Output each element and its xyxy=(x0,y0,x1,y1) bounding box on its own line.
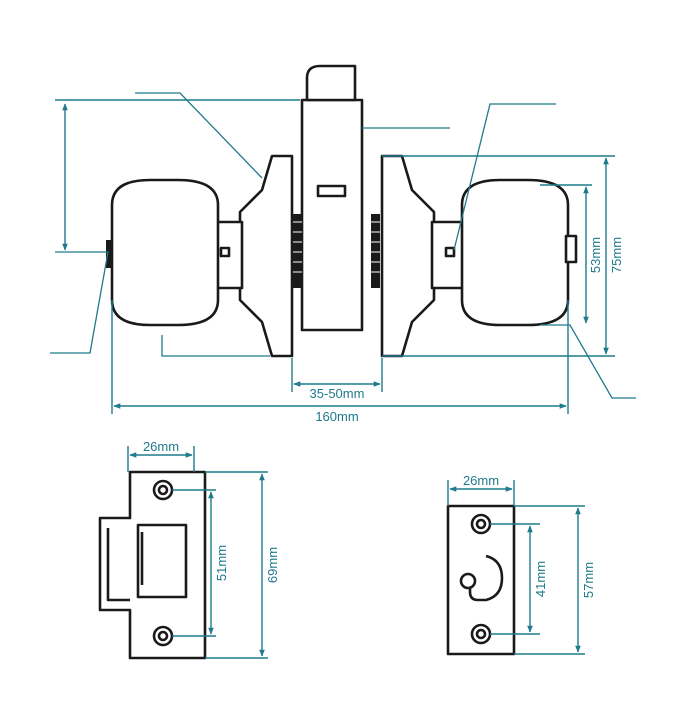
leader-lines xyxy=(50,92,636,399)
latch-height-label: 57mm xyxy=(581,562,596,598)
left-button-icon xyxy=(106,240,112,268)
latch-slot xyxy=(316,184,347,198)
left-knob xyxy=(110,178,220,327)
strike-height-label: 69mm xyxy=(265,547,280,583)
rose-diameter-label: 75mm xyxy=(609,237,624,273)
left-spindle xyxy=(293,214,302,288)
strike-opening xyxy=(136,523,188,599)
left-rose xyxy=(238,154,294,358)
right-keyhole-icon xyxy=(444,246,456,258)
right-knob xyxy=(460,178,570,327)
left-keyhole-icon xyxy=(219,246,231,258)
latch-bolt xyxy=(305,64,357,102)
right-spindle xyxy=(371,214,380,288)
backset-label: 35-50mm xyxy=(310,386,365,401)
strike-plate: 26mm 51mm 69mm xyxy=(98,439,280,660)
right-key-cylinder-icon xyxy=(564,234,578,264)
latch-hole-spacing-label: 41mm xyxy=(533,561,548,597)
latch-face-plate: 26mm 41mm 57mm xyxy=(446,473,596,656)
overall-length-label: 160mm xyxy=(315,409,358,424)
strike-hole-spacing-label: 51mm xyxy=(214,545,229,581)
right-rose xyxy=(380,154,436,358)
latch-tube xyxy=(300,98,364,332)
knob-lockset: 35-50mm 160mm 53mm 75mm xyxy=(50,64,636,424)
strike-width-label: 26mm xyxy=(143,439,179,454)
strike-plate-body xyxy=(98,470,207,660)
knob-diameter-label: 53mm xyxy=(588,237,603,273)
latch-bolt-icon xyxy=(468,554,504,602)
latch-width-label: 26mm xyxy=(463,473,499,488)
latch-pin-icon xyxy=(459,572,477,590)
